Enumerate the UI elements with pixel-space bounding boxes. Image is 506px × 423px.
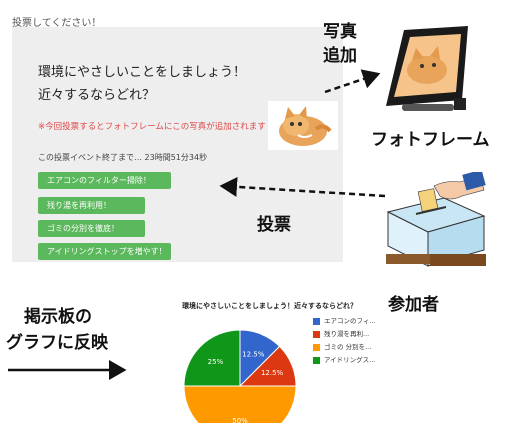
- photo-frame-device: [386, 26, 468, 111]
- question-line-1: 環境にやさしいことをしましょう！: [38, 65, 247, 80]
- countdown-text: この投票イベント終了まで… 23時間51分34秒: [38, 153, 208, 162]
- pie-slice: [184, 385, 297, 423]
- legend-swatch: [313, 330, 320, 338]
- photo-notice: ※今回投票するとフォトフレームにこの写真が追加されます: [38, 122, 266, 132]
- legend-item: アイドリングス...: [313, 354, 375, 364]
- legend-label: ゴミの 分別を...: [324, 343, 372, 351]
- participant-label: 参加者: [388, 295, 439, 315]
- legend-swatch: [313, 343, 320, 351]
- vote-option-button[interactable]: エアコンのフィルター掃除！: [38, 172, 171, 189]
- legend-swatch: [313, 356, 320, 364]
- vote-option-button[interactable]: ゴミの分別を徹底！: [38, 220, 145, 237]
- legend-item: 残り湯を再利...: [313, 328, 369, 338]
- pie-slice-label: 12.5%: [261, 369, 284, 377]
- chart-title: 環境にやさしいことをしましょう！近々するならどれ？: [182, 302, 357, 310]
- question-line-2: 近々するならどれ？: [38, 88, 156, 103]
- pie-slice: [184, 329, 241, 387]
- pie-slice-label: 50%: [232, 417, 248, 423]
- legend-label: エアコンのフィ...: [324, 317, 376, 325]
- legend-item: ゴミの 分別を...: [313, 341, 371, 351]
- legend-swatch: [313, 317, 320, 325]
- cat-photo: [268, 101, 338, 150]
- vote-label: 投票: [257, 215, 291, 235]
- ballot-box-icon: [386, 172, 486, 267]
- form-header: 投票してください！: [12, 18, 102, 29]
- board-label-line-1: 掲示板の: [24, 307, 92, 327]
- legend-label: 残り湯を再利...: [324, 330, 370, 338]
- vote-option-button[interactable]: アイドリングストップを増やす！: [38, 243, 171, 260]
- vote-option-button[interactable]: 残り湯を再利用！: [38, 197, 145, 214]
- legend-item: エアコンのフィ...: [313, 315, 376, 325]
- legend-label: アイドリングス...: [324, 356, 376, 364]
- pie-slice-label: 25%: [208, 358, 224, 366]
- board-label-line-2: グラフに反映: [6, 333, 108, 353]
- photo-add-label-line-2: 追加: [323, 46, 357, 66]
- photo-frame-label: フォトフレーム: [371, 130, 490, 150]
- pie-chart: 12.5% 12.5% 50% 25%: [184, 329, 297, 423]
- pie-slice-label: 12.5%: [242, 350, 265, 358]
- photo-add-label-line-1: 写真: [323, 22, 357, 42]
